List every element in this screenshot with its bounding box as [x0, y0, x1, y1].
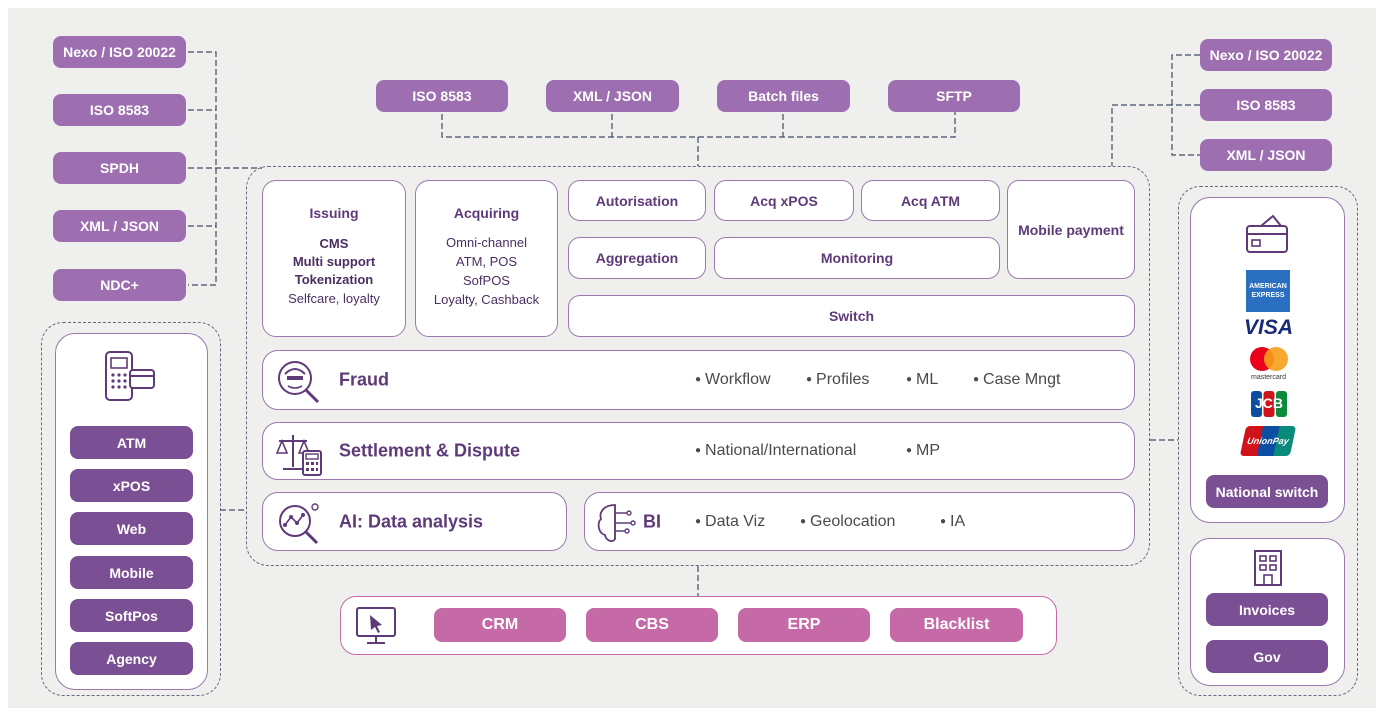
settlement-row: Settlement & Dispute National/Internatio… — [262, 422, 1135, 480]
jcb-label: JCB — [1254, 395, 1283, 411]
issuing-cms: CMS — [319, 236, 349, 251]
schemes-dashed-frame — [1178, 186, 1358, 696]
settlement-title: Settlement & Dispute — [339, 440, 521, 461]
backend-cbs: CBS — [586, 608, 718, 642]
acquiring-module: Acquiring Omni-channel ATM, POS SofPOS L… — [415, 180, 558, 337]
card-schemes-panel: AMERICAN EXPRESS VISA mastercard JCB Uni… — [1190, 197, 1345, 523]
amex-logo: AMERICAN EXPRESS — [1246, 270, 1290, 312]
bi-bullet-geolocation: Geolocation — [800, 513, 895, 531]
fraud-row: Fraud Workflow Profiles ML Case Mngt — [262, 350, 1135, 410]
module-acq-atm: Acq ATM — [861, 180, 1000, 221]
module-acq-xpos: Acq xPOS — [714, 180, 854, 221]
channel-web: Web — [70, 512, 193, 545]
issuing-module: Issuing CMS Multi support Tokenization S… — [262, 180, 406, 337]
mastercard-icon — [1250, 347, 1288, 371]
channels-dashed-frame — [41, 322, 221, 696]
top-protocol-sftp: SFTP — [888, 80, 1020, 112]
left-protocol-iso8583: ISO 8583 — [53, 94, 186, 126]
channel-agency: Agency — [70, 642, 193, 675]
issuing-title: Issuing — [309, 205, 359, 221]
acquiring-omnichannel: Omni-channel — [446, 235, 527, 250]
acquiring-title: Acquiring — [453, 205, 520, 221]
right-protocol-nexo: Nexo / ISO 20022 — [1200, 39, 1332, 71]
national-switch-pill: National switch — [1206, 475, 1328, 508]
backend-crm: CRM — [434, 608, 566, 642]
right-protocol-xml-json: XML / JSON — [1200, 139, 1332, 171]
pos-terminal-icon — [105, 351, 155, 401]
backend-blacklist: Blacklist — [890, 608, 1023, 642]
gov-gov: Gov — [1206, 640, 1328, 673]
top-protocol-batch-files: Batch files — [717, 80, 850, 112]
left-protocol-xml-json: XML / JSON — [53, 210, 186, 242]
acquiring-sofpos: SofPOS — [463, 273, 510, 288]
channel-xpos: xPOS — [70, 469, 193, 502]
module-mobile-payment: Mobile payment — [1007, 180, 1135, 279]
fraud-bullet-workflow: Workflow — [695, 371, 771, 389]
settlement-bullet-national: National/International — [695, 442, 856, 460]
fraud-bullet-case-mngt: Case Mngt — [973, 371, 1060, 389]
jcb-logo-icon — [1251, 391, 1287, 417]
bi-bullet-data-viz: Data Viz — [695, 513, 765, 531]
module-aggregation: Aggregation — [568, 237, 706, 279]
channel-softpos: SoftPos — [70, 599, 193, 632]
left-protocol-nexo: Nexo / ISO 20022 — [53, 36, 186, 68]
channel-atm: ATM — [70, 426, 193, 459]
issuing-tokenization: Tokenization — [294, 272, 374, 287]
core-platform-frame — [246, 166, 1150, 566]
card-reader-icon — [1246, 214, 1288, 253]
backend-erp: ERP — [738, 608, 870, 642]
settlement-bullet-mp: MP — [906, 442, 940, 460]
right-protocol-iso8583: ISO 8583 — [1200, 89, 1332, 121]
left-protocol-spdh: SPDH — [53, 152, 186, 184]
mastercard-label: mastercard — [1250, 374, 1286, 381]
left-protocol-ndc: NDC+ — [53, 269, 186, 301]
issuing-multi-support: Multi support — [292, 254, 376, 269]
acquiring-atm-pos: ATM, POS — [455, 254, 518, 269]
bi-row: BI Data Viz Geolocation IA — [584, 492, 1135, 551]
issuing-selfcare: Selfcare, loyalty — [288, 291, 380, 306]
fraud-bullet-ml: ML — [906, 371, 938, 389]
scales-calculator-icon — [275, 435, 322, 476]
module-monitoring: Monitoring — [714, 237, 1000, 279]
ai-row: AI: Data analysis — [262, 492, 567, 551]
module-autorisation: Autorisation — [568, 180, 706, 221]
ai-title: AI: Data analysis — [339, 511, 484, 531]
computer-cursor-icon — [356, 607, 396, 644]
data-analysis-icon — [279, 503, 319, 545]
top-protocol-iso8583: ISO 8583 — [376, 80, 508, 112]
channel-mobile: Mobile — [70, 556, 193, 589]
brain-circuit-icon — [597, 504, 636, 542]
fraud-bullet-profiles: Profiles — [806, 371, 869, 389]
acquiring-loyalty: Loyalty, Cashback — [433, 292, 540, 307]
module-switch: Switch — [568, 295, 1135, 337]
bi-bullet-ia: IA — [940, 513, 965, 531]
fraud-title: Fraud — [339, 369, 390, 390]
unionpay-logo: UnionPay — [1239, 426, 1297, 456]
building-icon — [1254, 550, 1282, 586]
gov-invoices: Invoices — [1206, 593, 1328, 626]
top-protocol-xml-json: XML / JSON — [546, 80, 679, 112]
visa-logo: VISA — [1243, 316, 1293, 339]
fraud-hacker-icon — [278, 361, 320, 404]
bi-title: BI — [643, 511, 661, 531]
